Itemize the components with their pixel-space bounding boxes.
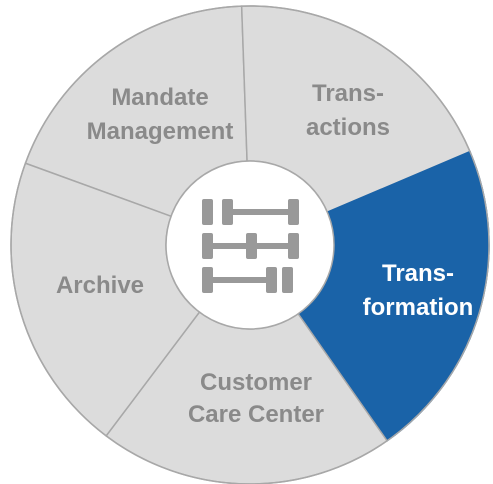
segment-label-line: Management [87,118,234,145]
segment-label-line: Trans- [382,260,454,287]
weights-icon [202,199,299,293]
segment-label-transformation: Trans-formation [363,260,474,321]
segment-label-transactions: Trans-actions [306,80,390,141]
segment-label-line: formation [363,294,474,321]
outer-ring [10,5,490,484]
segment-label-line: actions [306,114,390,141]
segment-label-line: Customer [200,369,312,396]
segment-label-line: Trans- [312,80,384,107]
segment-label-line: Mandate [111,84,208,111]
segment-label-archive: Archive [56,272,144,299]
segment-label-line: Care Center [188,401,324,428]
segment-label-line: Archive [56,272,144,299]
